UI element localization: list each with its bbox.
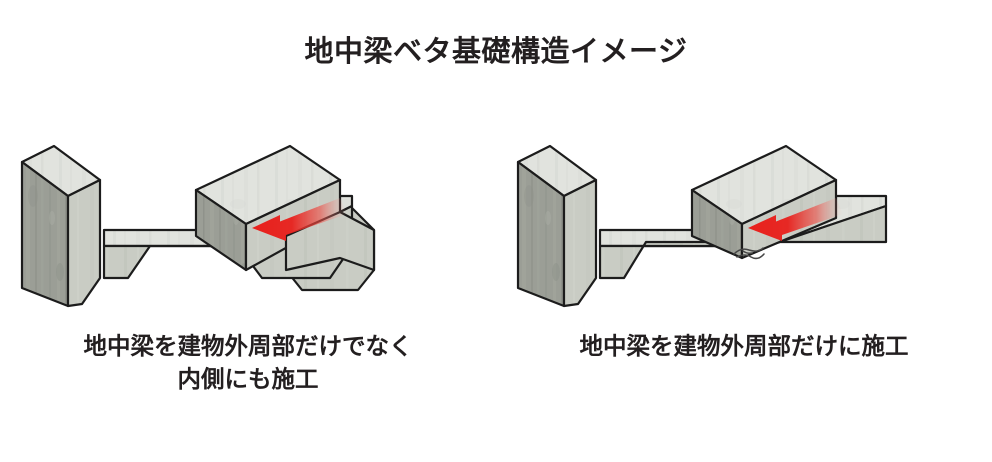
crack-icon — [733, 247, 765, 260]
diagram-panels: 地中梁を建物外周部だけでなく 内側にも施工 — [0, 118, 992, 448]
caption-perimeter-only: 地中梁を建物外周部だけに施工 — [496, 330, 992, 363]
caption-with-inner-beam: 地中梁を建物外周部だけでなく 内側にも施工 — [0, 330, 496, 397]
page-title: 地中梁ベタ基礎構造イメージ — [304, 34, 688, 68]
panel-with-inner-beam: 地中梁を建物外周部だけでなく 内側にも施工 — [0, 118, 496, 448]
figure-with-inner-beam — [0, 118, 496, 318]
left-wall-side-right — [562, 178, 598, 308]
caption-line-1: 地中梁を建物外周部だけに施工 — [579, 332, 909, 360]
foundation-isometric-right — [516, 144, 888, 308]
left-wall-side-left — [66, 178, 102, 308]
caption-line-2: 内側にも施工 — [177, 365, 319, 394]
caption-line-1: 地中梁を建物外周部だけでなく — [83, 332, 413, 360]
red-arrow-right — [748, 198, 843, 241]
foundation-isometric-left — [20, 144, 376, 308]
figure-perimeter-only — [496, 118, 992, 318]
panel-perimeter-only: 地中梁を建物外周部だけに施工 — [496, 118, 992, 448]
red-arrow-left — [252, 198, 347, 241]
